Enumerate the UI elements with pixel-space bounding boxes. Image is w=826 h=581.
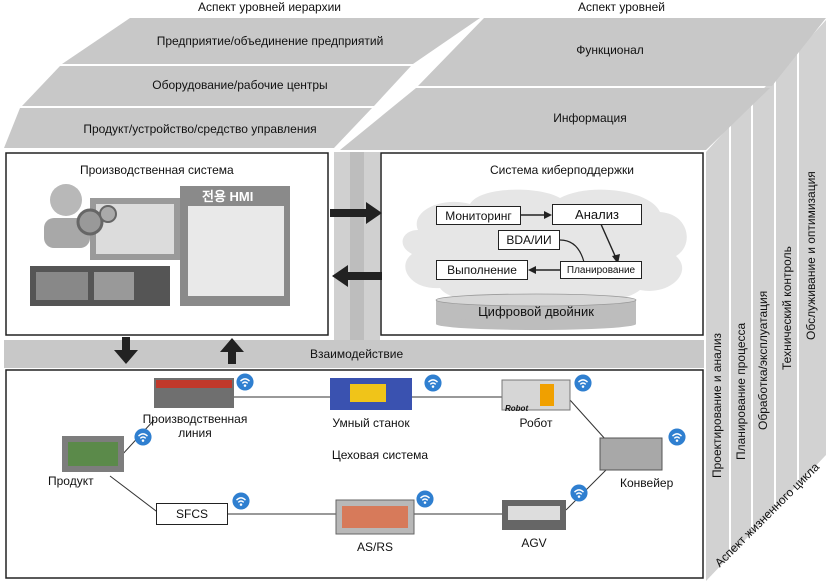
- gear-icon: [99, 205, 117, 223]
- agv-label: AGV: [521, 536, 547, 550]
- flow-bda-planning: [559, 239, 585, 263]
- cyber-system-title: Система киберподдержки: [490, 163, 634, 177]
- robot-arm: [540, 384, 554, 406]
- asrs-label: AS/RS: [356, 540, 393, 554]
- levels-row-1: [418, 18, 826, 86]
- product-label: Продукт: [48, 474, 94, 488]
- lifecycle-face: [706, 20, 826, 581]
- conveyor-image: [599, 437, 663, 471]
- levels-aspect-title: Аспект уровней: [578, 0, 665, 14]
- wifi-icon: [424, 374, 442, 392]
- bda-ai-box: BDA/ИИ: [498, 230, 560, 250]
- wifi-icon: [668, 428, 686, 446]
- hierarchy-aspect-title: Аспект уровней иерархии: [198, 0, 341, 14]
- levels-function: Функционал: [576, 43, 644, 57]
- link: [109, 475, 161, 515]
- levels-information: Информация: [553, 111, 627, 125]
- hierarchy-level-product: Продукт/устройство/средство управления: [83, 122, 317, 136]
- lifecycle-maintenance: Обслуживание и оптимизация: [804, 171, 818, 340]
- gear-icon: [76, 208, 104, 236]
- production-line-label: Производственная линия: [142, 412, 248, 440]
- hmi-screen: [188, 206, 284, 296]
- product-board: [68, 442, 118, 466]
- production-system-title: Производственная система: [80, 163, 234, 177]
- machine-part: [94, 272, 134, 300]
- lifecycle-inspection: Технический контроль: [780, 246, 794, 370]
- flow-analysis-planning: [599, 221, 617, 259]
- arrow-up: [220, 338, 244, 364]
- digital-twin-bottom: [436, 318, 636, 330]
- robot-image: [501, 379, 571, 411]
- machine-part: [36, 272, 88, 300]
- interaction-label: Взаимодействие: [310, 347, 404, 361]
- wifi-icon: [416, 490, 434, 508]
- wifi-icon: [236, 373, 254, 391]
- asrs-racks: [342, 506, 408, 528]
- planning-box: Планирование: [560, 261, 642, 279]
- shop-system-title: Цеховая система: [331, 448, 429, 462]
- sfcs-box: SFCS: [156, 503, 228, 525]
- agv-top: [508, 506, 560, 520]
- interaction-pillar-shade: [350, 152, 364, 340]
- hierarchy-row-2: [22, 66, 411, 106]
- arrowhead: [544, 211, 552, 219]
- wifi-icon: [134, 428, 152, 446]
- link: [569, 399, 607, 441]
- monitoring-box: Мониторинг: [436, 206, 521, 225]
- lifecycle-operation: Обработка/эксплуатация: [756, 290, 770, 430]
- digital-twin-top: [435, 293, 637, 307]
- analysis-box: Анализ: [552, 204, 642, 225]
- hmi-label: 전용 HMI: [202, 189, 254, 204]
- hierarchy-row-1: [62, 18, 480, 64]
- hierarchy-level-equipment: Оборудование/рабочие центры: [152, 78, 328, 92]
- arrowhead: [528, 266, 536, 274]
- levels-row-2: [340, 88, 770, 150]
- hierarchy-row-3: [4, 108, 372, 148]
- arrow-right: [330, 202, 382, 224]
- digital-twin-label: Цифровой двойник: [478, 304, 594, 319]
- production-line-banner: [156, 380, 232, 388]
- wifi-icon: [570, 484, 588, 502]
- arrow-left: [332, 265, 382, 287]
- lifecycle-process-planning: Планирование процесса: [734, 322, 748, 460]
- smart-machine-panel: [350, 384, 386, 402]
- lifecycle-design: Проектирование и анализ: [710, 332, 724, 478]
- robot-label: Робот: [519, 416, 553, 430]
- hierarchy-level-enterprise: Предприятие/объединение предприятий: [156, 34, 384, 48]
- production-illustration: [30, 184, 290, 306]
- execution-box: Выполнение: [436, 260, 528, 280]
- conveyor-label: Конвейер: [620, 476, 674, 490]
- arrow-down: [114, 337, 138, 364]
- wifi-icon: [574, 374, 592, 392]
- robot-logo: Robot: [505, 404, 529, 413]
- wifi-icon: [232, 492, 250, 510]
- smart-machine-label: Умный станок: [332, 416, 410, 430]
- operator-head: [50, 184, 82, 216]
